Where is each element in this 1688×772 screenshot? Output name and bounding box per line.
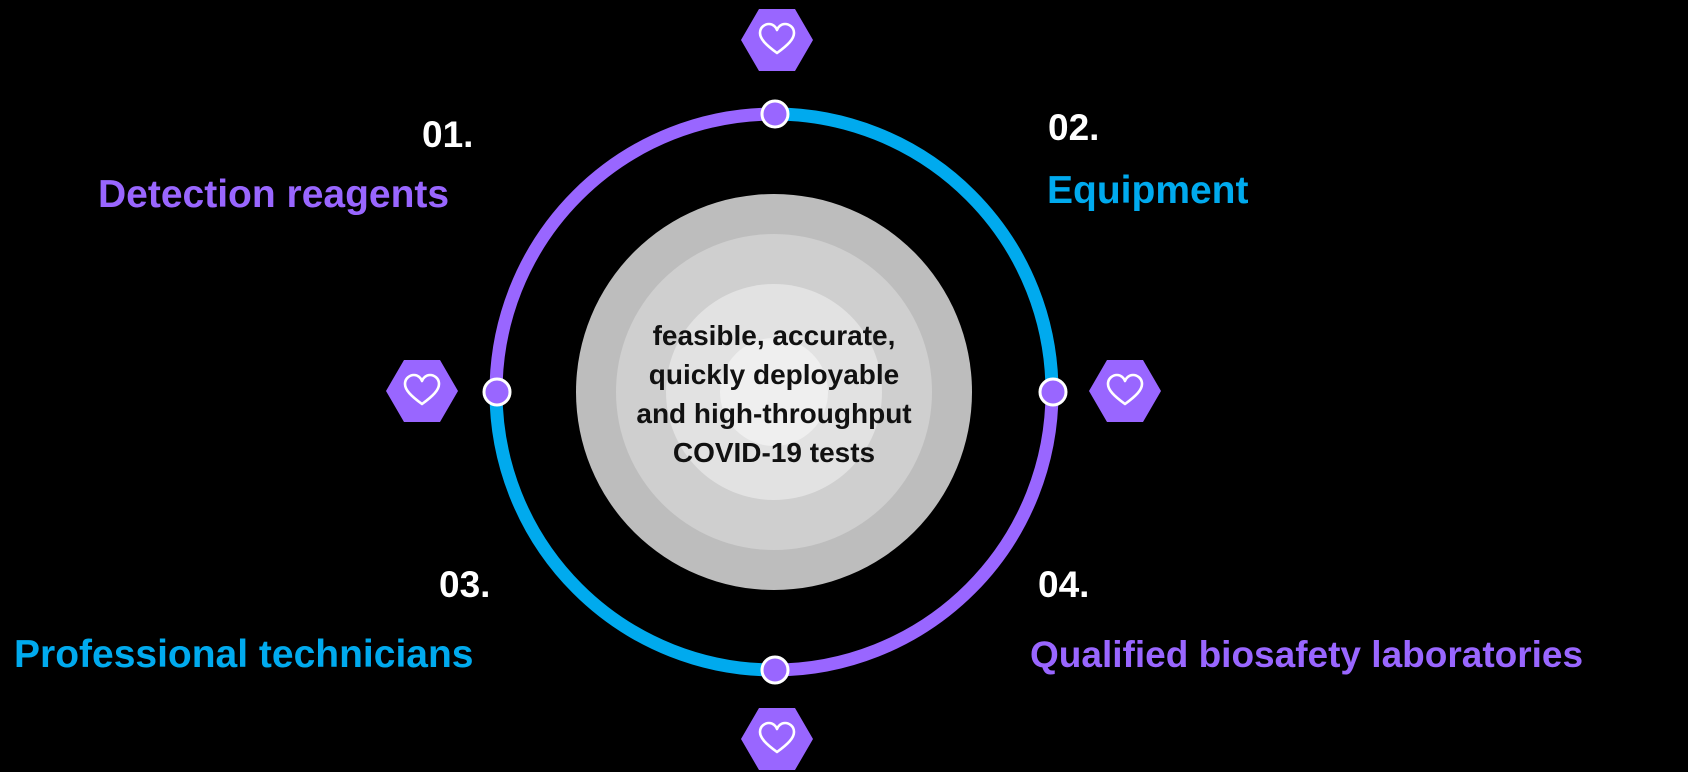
junction-dot-top xyxy=(760,99,790,129)
item-label-professional-technicians: Professional technicians xyxy=(14,633,474,676)
item-number-02: 02. xyxy=(1048,107,1100,148)
item-label-detection-reagents: Detection reagents xyxy=(98,173,450,216)
center-line: and high-throughput xyxy=(636,398,912,429)
junction-dot-right xyxy=(1038,377,1068,407)
center-line: feasible, accurate, xyxy=(652,320,896,351)
center-line: quickly deployable xyxy=(648,359,900,390)
hexagon-badge-bottom xyxy=(741,708,813,770)
item-number-01: 01. xyxy=(422,114,474,155)
center-core xyxy=(720,338,828,446)
item-label-qualified-biosafety-laboratories: Qualified biosafety laboratories xyxy=(1030,634,1584,675)
hexagon-badge-right xyxy=(1089,360,1161,422)
ring-arc-bottom-left xyxy=(489,391,775,677)
item-number-03: 03. xyxy=(439,564,491,605)
heart-icon xyxy=(403,373,441,406)
center-line: COVID-19 tests xyxy=(672,437,876,468)
heart-icon xyxy=(758,22,796,55)
junction-dot-left xyxy=(482,377,512,407)
junction-dot-bottom xyxy=(760,655,790,685)
hexagon-badge-left xyxy=(386,360,458,422)
hexagon-badge-top xyxy=(741,9,813,71)
ring-arc-bottom-right xyxy=(773,391,1059,677)
ring-arc-top-right xyxy=(773,107,1059,393)
item-number-04: 04. xyxy=(1038,564,1090,605)
item-label-equipment: Equipment xyxy=(1047,169,1249,212)
heart-icon xyxy=(758,721,796,754)
heart-icon xyxy=(1106,373,1144,406)
ring-arc-top-left xyxy=(489,107,775,393)
center-statement: feasible, accurate, quickly deployable a… xyxy=(574,316,974,472)
